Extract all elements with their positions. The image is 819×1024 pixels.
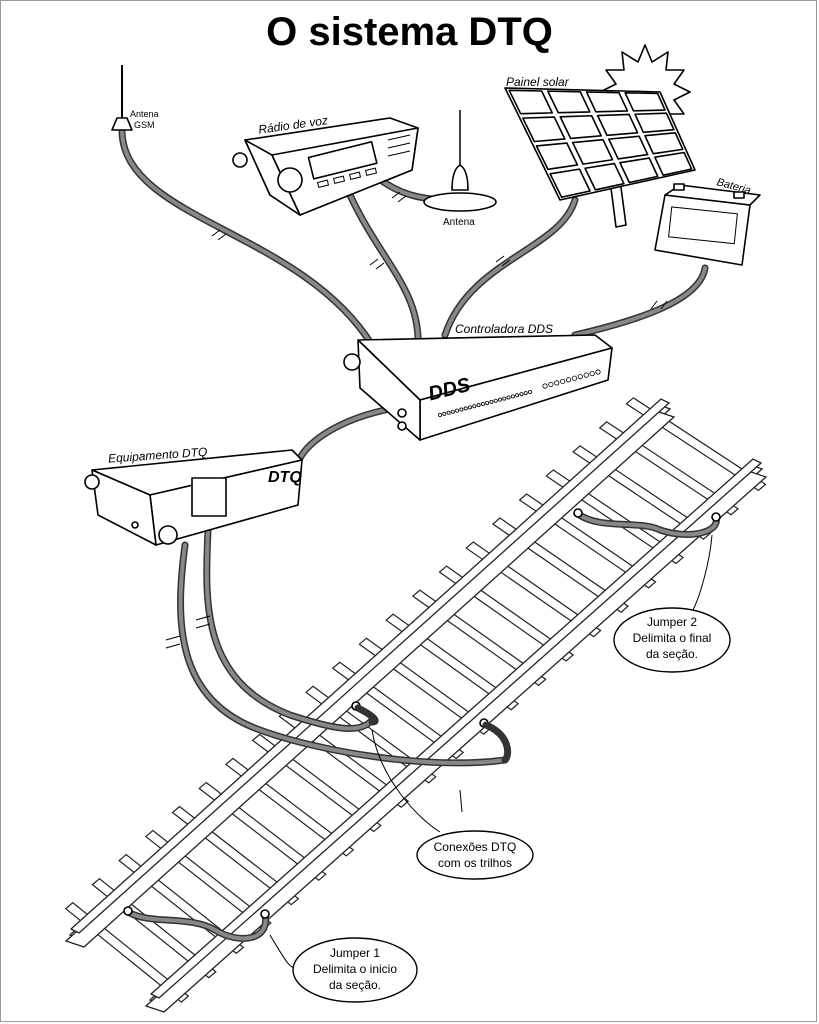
voice-radio-icon <box>232 117 419 216</box>
controller-label: Controladora DDS <box>455 322 553 336</box>
solar-cell <box>634 112 675 134</box>
jumper-2-clamp-b <box>711 512 721 522</box>
dds-led <box>523 391 528 396</box>
solar-cell <box>596 113 639 137</box>
diagram-title: O sistema DTQ <box>266 10 553 54</box>
jumper-1-clamp-b <box>260 909 270 919</box>
dds-port <box>589 370 595 377</box>
dds-led <box>455 408 460 413</box>
solar-cell <box>571 138 614 165</box>
dds-led <box>485 400 490 405</box>
dds-port <box>571 375 578 381</box>
jumper-1-clamp-a <box>123 906 133 916</box>
antenna-icon <box>423 110 497 212</box>
gsm-label-2: GSM <box>134 120 155 130</box>
cable-battery <box>571 264 709 339</box>
dds-led <box>472 404 477 409</box>
solar-cell <box>585 91 629 113</box>
jumper-2-clamp-a <box>573 508 583 518</box>
solar-cell <box>547 90 591 114</box>
solar-cell <box>644 132 684 155</box>
solar-label: Painel solar <box>506 75 570 89</box>
gsm-antenna-icon <box>111 65 133 131</box>
jumpers <box>123 508 721 942</box>
dds-led <box>528 389 533 394</box>
dds-led <box>476 403 481 408</box>
jumper1-line3: da seção. <box>329 978 381 992</box>
antenna-label: Antena <box>443 217 475 228</box>
equipment-label: Equipamento DTQ <box>108 445 208 466</box>
dds-led <box>519 392 524 397</box>
rail-left <box>64 398 676 948</box>
solar-cell <box>619 157 659 184</box>
battery-icon <box>654 183 761 266</box>
dds-controller-icon <box>343 334 613 441</box>
solar-cell <box>522 116 566 143</box>
dds-led <box>442 411 447 416</box>
dds-led <box>506 395 511 400</box>
jumper2-line2: Delimita o final <box>633 631 712 645</box>
dds-led <box>450 409 455 414</box>
dds-led <box>480 402 485 407</box>
railway-track <box>64 397 768 1013</box>
dds-port <box>548 381 554 388</box>
callout-jumper-1: Jumper 1 Delimita o inicio da seção. <box>292 937 418 1003</box>
dds-port <box>595 369 601 375</box>
dds-led <box>437 412 442 417</box>
dds-led <box>463 406 468 411</box>
dds-port <box>565 377 572 383</box>
solar-cell <box>624 91 666 112</box>
solar-cell <box>584 162 625 191</box>
solar-cell <box>549 168 591 198</box>
rail-right <box>144 458 768 1013</box>
solar-cell <box>607 135 649 160</box>
jumper2-line1: Jumper 2 <box>647 615 697 629</box>
dds-led <box>510 394 515 399</box>
jumper1-line2: Delimita o inicio <box>313 962 397 976</box>
jumper1-line1: Jumper 1 <box>330 946 380 960</box>
callout-conexoes: Conexões DTQ com os trilhos <box>416 830 534 880</box>
cable-controller-dtq <box>296 406 389 462</box>
dds-led <box>493 398 498 403</box>
jumper2-line3: da seção. <box>646 647 698 661</box>
dds-led <box>489 399 494 404</box>
solar-cell <box>508 89 554 115</box>
dds-port <box>560 378 566 384</box>
dtq-equipment-icon <box>84 449 303 546</box>
solar-cell <box>654 151 693 176</box>
dds-led <box>497 397 502 402</box>
dds-port <box>577 374 583 380</box>
dds-port <box>583 372 589 378</box>
dds-port <box>554 380 560 386</box>
dds-led <box>515 393 520 398</box>
conexoes-line2: com os trilhos <box>438 856 512 870</box>
dds-led <box>459 407 464 412</box>
solar-cell <box>559 114 602 140</box>
dds-port <box>542 383 548 389</box>
cables <box>118 128 709 767</box>
dds-led <box>502 396 507 401</box>
solar-cell <box>535 142 579 171</box>
dds-led <box>467 405 472 410</box>
solar-panel-icon <box>504 44 696 228</box>
callout-jumper-2: Jumper 2 Delimita o final da seção. <box>613 607 731 673</box>
dtq-logo: DTQ <box>268 469 302 486</box>
conexoes-line1: Conexões DTQ <box>434 840 517 854</box>
gsm-label-1: Antena <box>130 109 159 119</box>
dds-led <box>446 410 451 415</box>
